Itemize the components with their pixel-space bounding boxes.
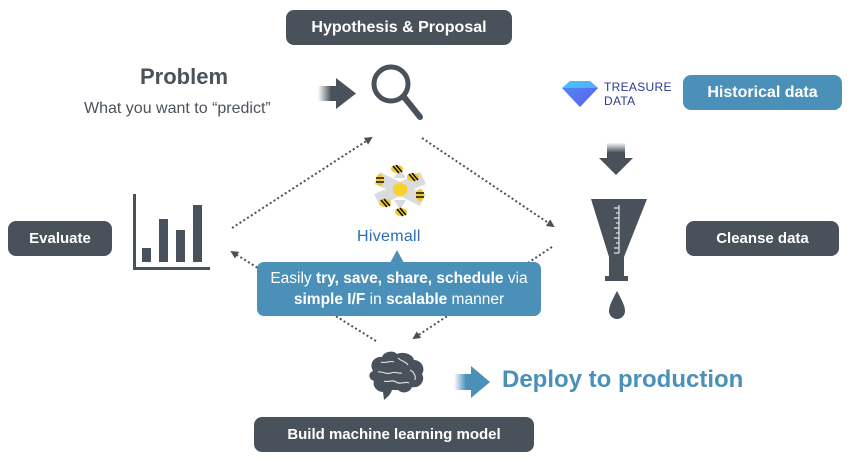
bee-icon: [416, 189, 424, 201]
treasure-data-line2: DATA: [604, 94, 636, 108]
connector-evaluate-to-hypothesis: [231, 136, 373, 229]
evaluate-node: Evaluate: [8, 221, 112, 256]
hypothesis-proposal-node: Hypothesis & Proposal: [286, 10, 512, 45]
callout-text: via: [503, 270, 528, 287]
bee-icon: [379, 198, 391, 208]
callout-emphasis: try, save, share, schedule: [315, 270, 504, 287]
arrow-right-icon: [318, 78, 356, 109]
callout-emphasis: scalable: [386, 291, 448, 308]
bee-icon: [391, 164, 403, 174]
hivemall-name: Hivemall: [357, 228, 421, 245]
connector-build-to-evaluate: [230, 250, 377, 342]
cleanse-data-node: Cleanse data: [686, 221, 839, 256]
callout-emphasis: simple I/F: [293, 291, 366, 308]
bee-icon: [395, 207, 407, 217]
brain-icon: [369, 351, 424, 400]
callout-pointer: [390, 250, 404, 263]
connector-hypothesis-to-cleanse: [421, 137, 555, 228]
diamond-icon: [562, 81, 598, 107]
hivemall-logo-icon: [374, 164, 426, 217]
problem-title: Problem: [140, 64, 229, 89]
magnifier-icon: [371, 64, 423, 120]
callout-text: in: [365, 291, 387, 308]
callout-line-1: Easily try, save, share, schedule via: [257, 268, 541, 289]
treasure-data-line1: TREASURE: [604, 80, 672, 94]
callout-line-2: simple I/F in scalable manner: [257, 289, 541, 310]
hivemall-callout: Easily try, save, share, schedule via si…: [257, 262, 541, 316]
bar-chart-icon: [133, 194, 210, 270]
deploy-arrow-icon: [454, 366, 490, 398]
build-model-node: Build machine learning model: [254, 417, 534, 452]
problem-subtitle: What you want to “predict”: [84, 100, 271, 117]
drop-icon: [609, 291, 625, 319]
bee-icon: [376, 174, 384, 186]
historical-data-node: Historical data: [683, 75, 842, 110]
callout-text: manner: [447, 291, 505, 308]
callout-text: Easily: [270, 270, 316, 287]
funnel-icon: [591, 199, 647, 281]
arrow-down-icon: [599, 143, 633, 175]
deploy-to-production-label: Deploy to production: [502, 366, 744, 393]
bee-icon: [407, 172, 419, 182]
treasure-data-logo-text: TREASURE DATA: [604, 80, 672, 108]
